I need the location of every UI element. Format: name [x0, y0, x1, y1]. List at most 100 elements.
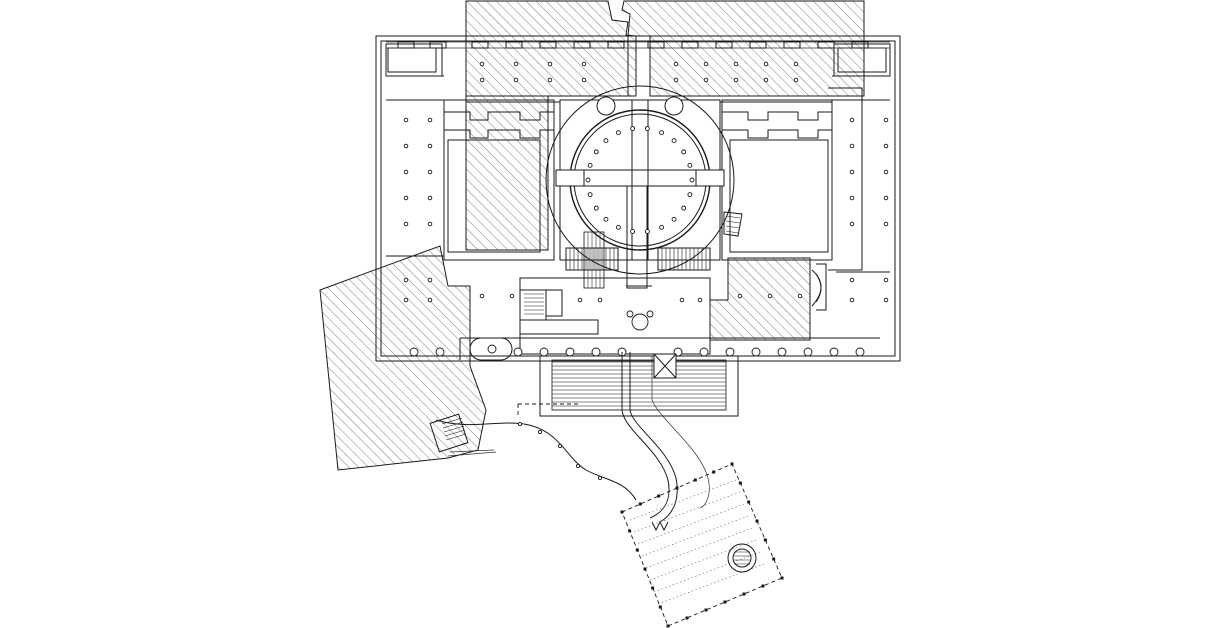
hall-column	[403, 195, 409, 201]
hall-column	[697, 297, 703, 303]
hall-column	[703, 77, 709, 83]
path-marker	[557, 443, 563, 449]
rotunda-column	[681, 149, 687, 155]
terrace-post	[704, 608, 708, 612]
terrace-post	[643, 567, 647, 571]
rotunda-column	[659, 224, 665, 230]
hall-column	[849, 277, 855, 283]
hall-column	[513, 61, 519, 67]
hall-column	[763, 77, 769, 83]
hall-column	[849, 117, 855, 123]
hall-column	[479, 61, 485, 67]
terrace-posts	[517, 421, 784, 628]
rotunda-column	[587, 162, 593, 168]
front-columns	[409, 347, 865, 357]
courtyard-pilasters	[444, 111, 832, 139]
hall-column	[403, 221, 409, 227]
terrace-post	[780, 576, 784, 580]
front-column	[725, 347, 735, 357]
hall-column	[509, 293, 515, 299]
hall-column	[883, 195, 889, 201]
terrace-post	[675, 486, 679, 490]
rotunda-column	[603, 138, 609, 144]
rotunda-column	[671, 138, 677, 144]
hall-column	[673, 61, 679, 67]
rotunda-column	[644, 229, 650, 234]
hall-column	[767, 293, 773, 299]
terrace-post	[747, 500, 751, 504]
hall-column	[883, 277, 889, 283]
hall-column	[673, 77, 679, 83]
hall-column	[577, 297, 583, 303]
landscape-path	[429, 403, 637, 501]
hall-column	[849, 221, 855, 227]
hall-column	[733, 77, 739, 83]
hall-column	[679, 297, 685, 303]
rotunda-stairs	[565, 211, 743, 289]
grand-stair	[539, 353, 739, 417]
top-wall-pilasters	[386, 41, 890, 103]
front-column	[565, 347, 575, 357]
front-column	[591, 347, 601, 357]
hall-column	[737, 293, 743, 299]
hall-column	[883, 221, 889, 227]
front-column	[699, 347, 709, 357]
hall-column	[427, 297, 433, 303]
terrace-post	[712, 470, 716, 474]
rotunda-column	[644, 126, 650, 131]
terrace-post	[730, 462, 734, 466]
rotunda-column	[593, 149, 599, 155]
hall-column	[581, 61, 587, 67]
path-marker	[517, 421, 523, 427]
hall-column	[883, 143, 889, 149]
path-marker	[537, 429, 543, 435]
terrace-post	[763, 538, 767, 542]
rotunda	[545, 85, 735, 275]
terrace-post	[685, 616, 689, 620]
hall-column	[427, 277, 433, 283]
hall-column	[883, 169, 889, 175]
front-column	[435, 347, 445, 357]
terrace-post	[638, 502, 642, 506]
rotunda-column	[687, 192, 693, 198]
rotunda-column	[585, 177, 591, 183]
hall-column	[427, 169, 433, 175]
hall-column	[547, 61, 553, 67]
hall-column	[479, 293, 485, 299]
front-column	[751, 347, 761, 357]
hall-column	[513, 77, 519, 83]
terrace-post	[742, 592, 746, 596]
rotunda-column	[659, 130, 665, 136]
terrace-post	[755, 519, 759, 523]
hall-column	[793, 61, 799, 67]
rotunda-column	[630, 229, 636, 234]
hall-column	[403, 143, 409, 149]
path-marker	[597, 475, 603, 481]
hall-column	[403, 277, 409, 283]
hall-columns	[403, 61, 889, 303]
front-column	[855, 347, 865, 357]
rotunda-column	[593, 205, 599, 211]
hall-column	[403, 169, 409, 175]
front-column	[513, 347, 523, 357]
hall-column	[849, 143, 855, 149]
hall-column	[581, 77, 587, 83]
lower-terrace	[621, 463, 783, 627]
rotunda-column	[630, 126, 636, 131]
front-column	[777, 347, 787, 357]
rotunda-column	[615, 130, 621, 136]
rotunda-columns	[585, 126, 695, 234]
hall-column	[793, 77, 799, 83]
left-courtyard	[385, 43, 555, 261]
right-courtyard	[721, 43, 891, 273]
hall-column	[403, 297, 409, 303]
hall-column	[597, 297, 603, 303]
rotunda-column	[689, 177, 695, 183]
front-column	[539, 347, 549, 357]
rotunda-column	[681, 205, 687, 211]
terrace-post	[620, 510, 624, 514]
rotunda-column	[671, 216, 677, 222]
terrace-post	[651, 586, 655, 590]
hall-column	[733, 61, 739, 67]
